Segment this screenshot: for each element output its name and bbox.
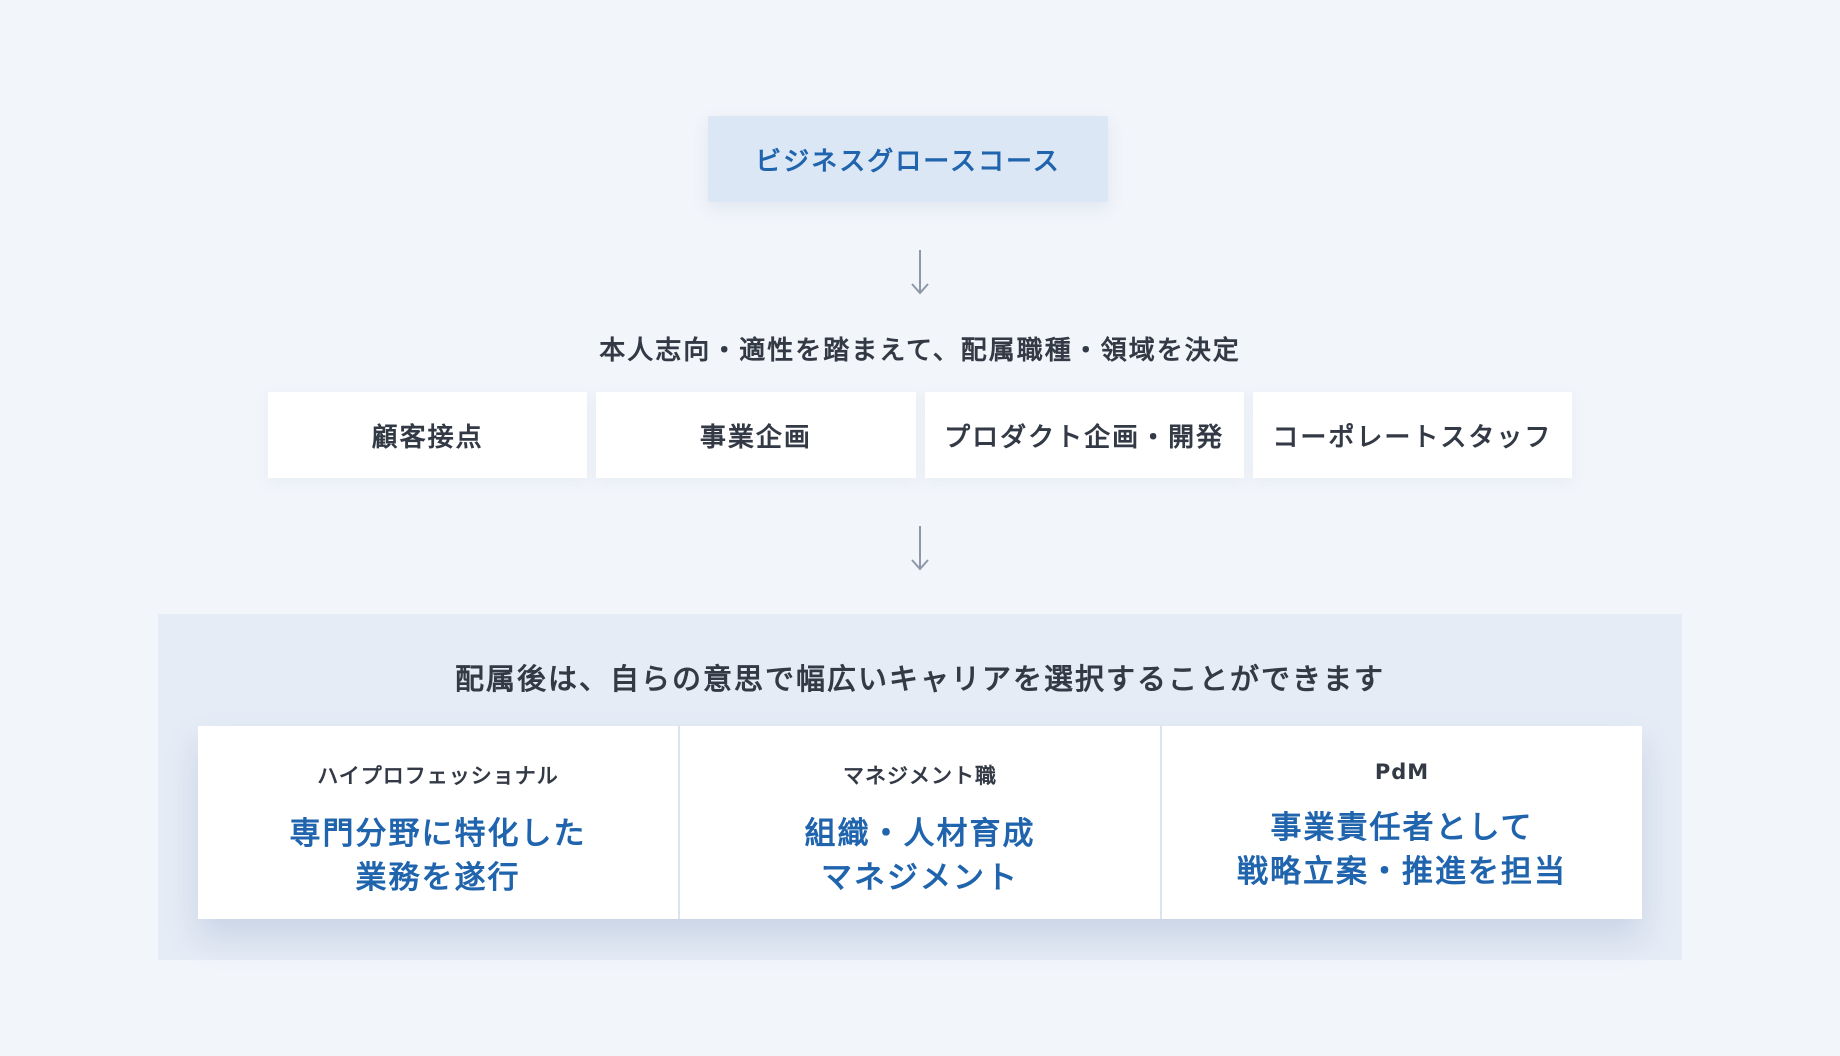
course-box: ビジネスグロースコース bbox=[708, 116, 1108, 202]
career-path-kicker: マネジメント職 bbox=[843, 764, 997, 788]
job-type-label: プロダクト企画・開発 bbox=[944, 422, 1225, 453]
career-path-line: マネジメント bbox=[821, 860, 1019, 896]
career-path-line: 組織・人材育成 bbox=[804, 816, 1036, 852]
career-path-kicker: ハイプロフェッショナル bbox=[317, 764, 559, 788]
career-path-line: 戦略立案・推進を担当 bbox=[1237, 854, 1567, 890]
career-heading: 配属後は、自らの意思で幅広いキャリアを選択することができます bbox=[454, 662, 1385, 696]
job-type-box: 顧客接点 bbox=[268, 392, 588, 478]
arrow-down-icon bbox=[909, 525, 931, 571]
job-type-label: 事業企画 bbox=[699, 422, 812, 453]
career-panel: 配属後は、自らの意思で幅広いキャリアを選択することができます ハイプロフェッショ… bbox=[158, 614, 1682, 960]
career-path-card: ハイプロフェッショナル 専門分野に特化した 業務を遂行 bbox=[198, 726, 678, 919]
job-type-box: コーポレートスタッフ bbox=[1252, 392, 1572, 478]
job-type-label: コーポレートスタッフ bbox=[1272, 422, 1553, 453]
course-label: ビジネスグロースコース bbox=[755, 146, 1061, 177]
job-type-box: 事業企画 bbox=[596, 392, 916, 478]
arrow-down-icon bbox=[909, 249, 931, 295]
career-path-line: 専門分野に特化した bbox=[289, 816, 587, 852]
job-type-row: 顧客接点 事業企画 プロダクト企画・開発 コーポレートスタッフ bbox=[268, 392, 1572, 478]
career-path-line: 事業責任者として bbox=[1270, 810, 1534, 846]
career-path-card: マネジメント職 組織・人材育成 マネジメント bbox=[678, 726, 1160, 919]
assignment-decision-text: 本人志向・適性を踏まえて、配属職種・領域を決定 bbox=[599, 336, 1241, 366]
career-path-card: PdM 事業責任者として 戦略立案・推進を担当 bbox=[1160, 726, 1642, 919]
career-path-row: ハイプロフェッショナル 専門分野に特化した 業務を遂行 マネジメント職 組織・人… bbox=[198, 726, 1642, 919]
career-path-kicker: PdM bbox=[1374, 760, 1430, 784]
career-path-line: 業務を遂行 bbox=[355, 860, 521, 896]
job-type-box: プロダクト企画・開発 bbox=[924, 392, 1244, 478]
job-type-label: 顧客接点 bbox=[371, 422, 484, 453]
